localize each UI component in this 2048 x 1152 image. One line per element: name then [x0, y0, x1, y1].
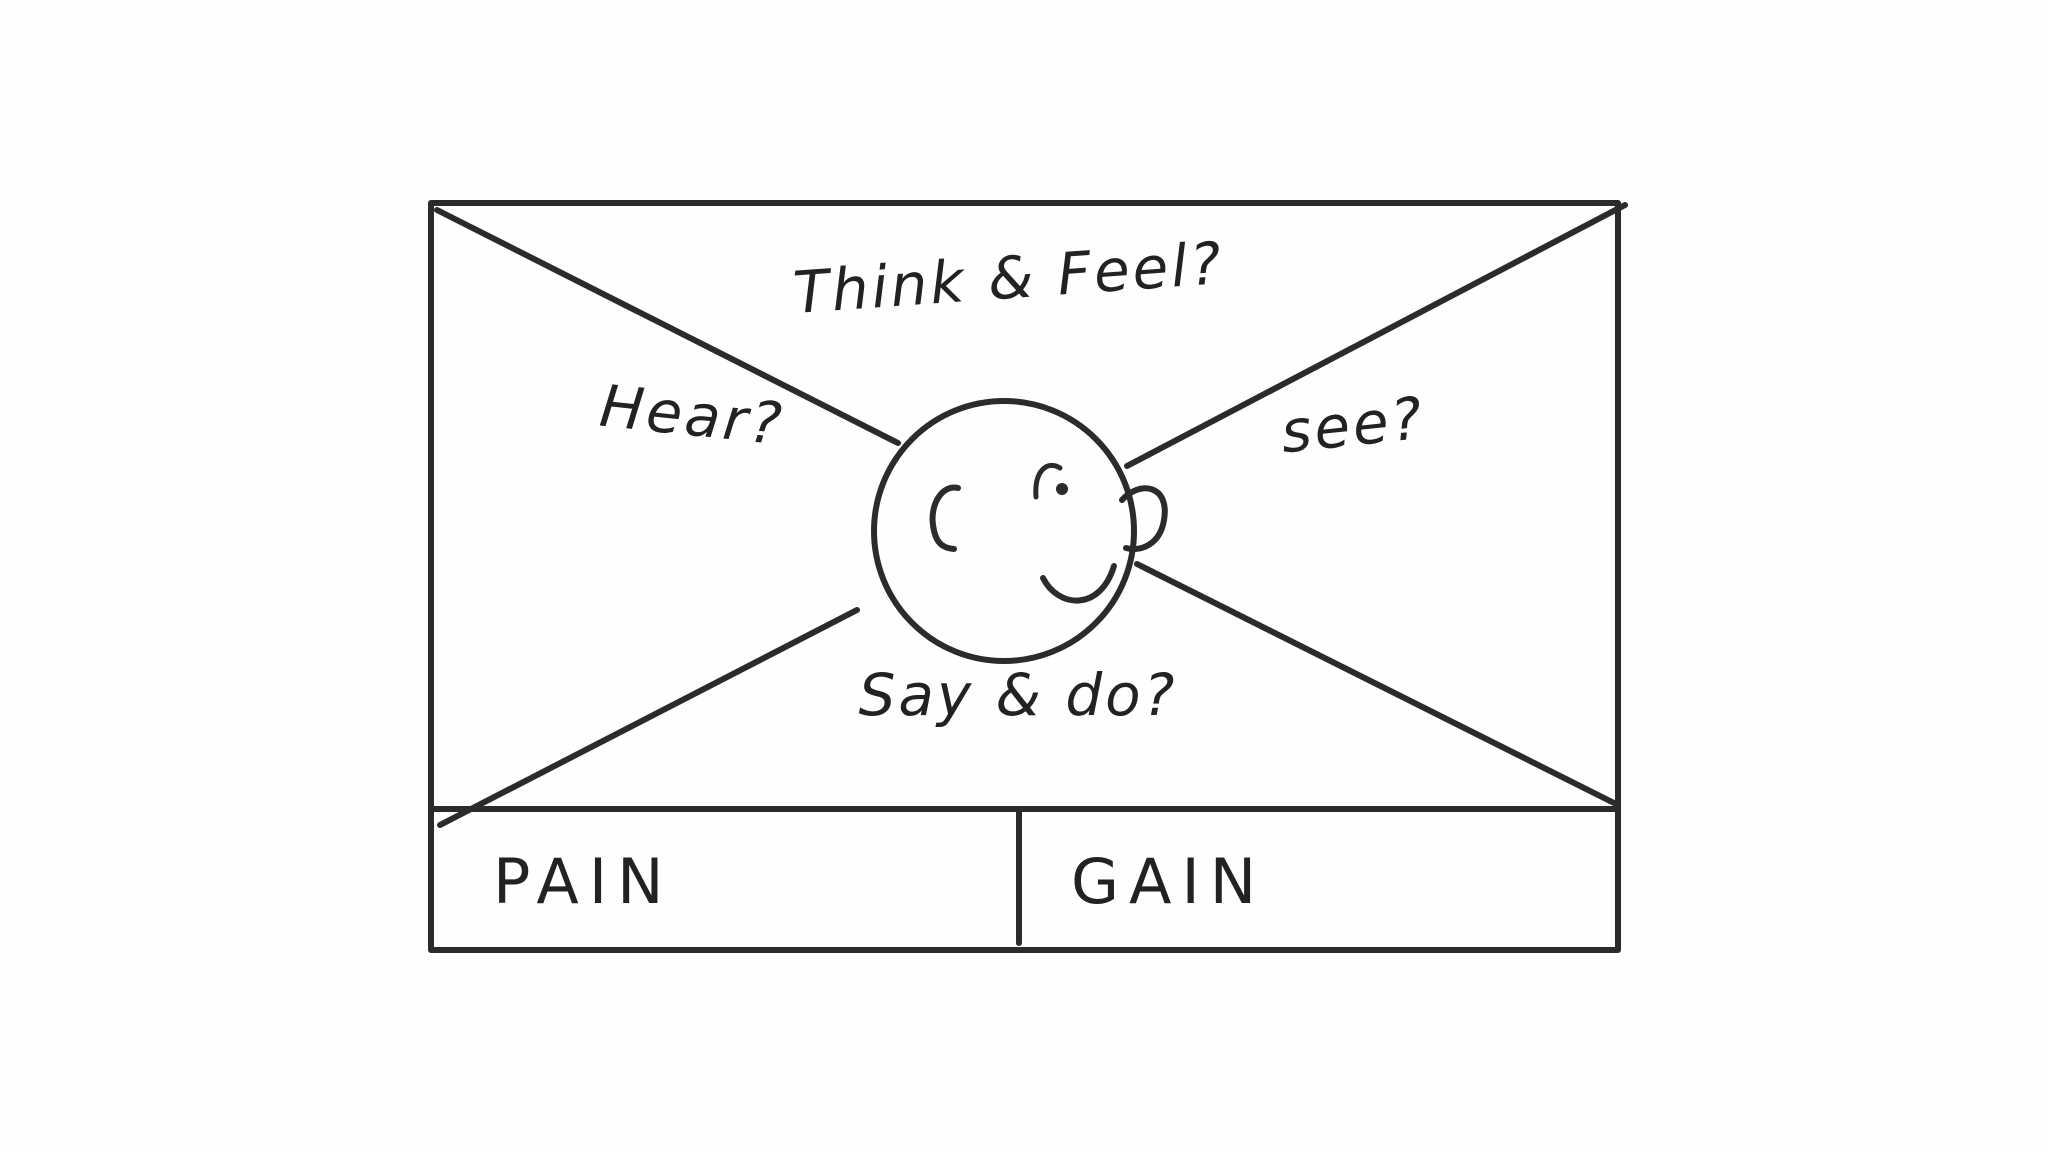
label-gain: GAIN: [1071, 845, 1266, 918]
hair-curl: [929, 484, 961, 552]
diagonal-bottom-right: [1134, 561, 1617, 806]
label-think-feel: Think & Feel?: [791, 229, 1226, 327]
diagonal-top-left: [434, 207, 901, 446]
eyebrow: [1033, 462, 1063, 500]
head-outline: [871, 398, 1137, 664]
label-see: see?: [1278, 384, 1429, 467]
ear: [1119, 485, 1168, 552]
label-say-do: Say & do?: [859, 661, 1178, 729]
face-icon: [871, 398, 1168, 664]
label-pain: PAIN: [493, 845, 674, 918]
label-hear: Hear?: [597, 372, 788, 459]
diagonal-top-right: [1124, 202, 1628, 469]
outer-frame: [428, 200, 1621, 953]
eye: [1056, 483, 1068, 495]
diagonal-bottom-left: [437, 607, 860, 828]
smile: [1040, 563, 1117, 604]
